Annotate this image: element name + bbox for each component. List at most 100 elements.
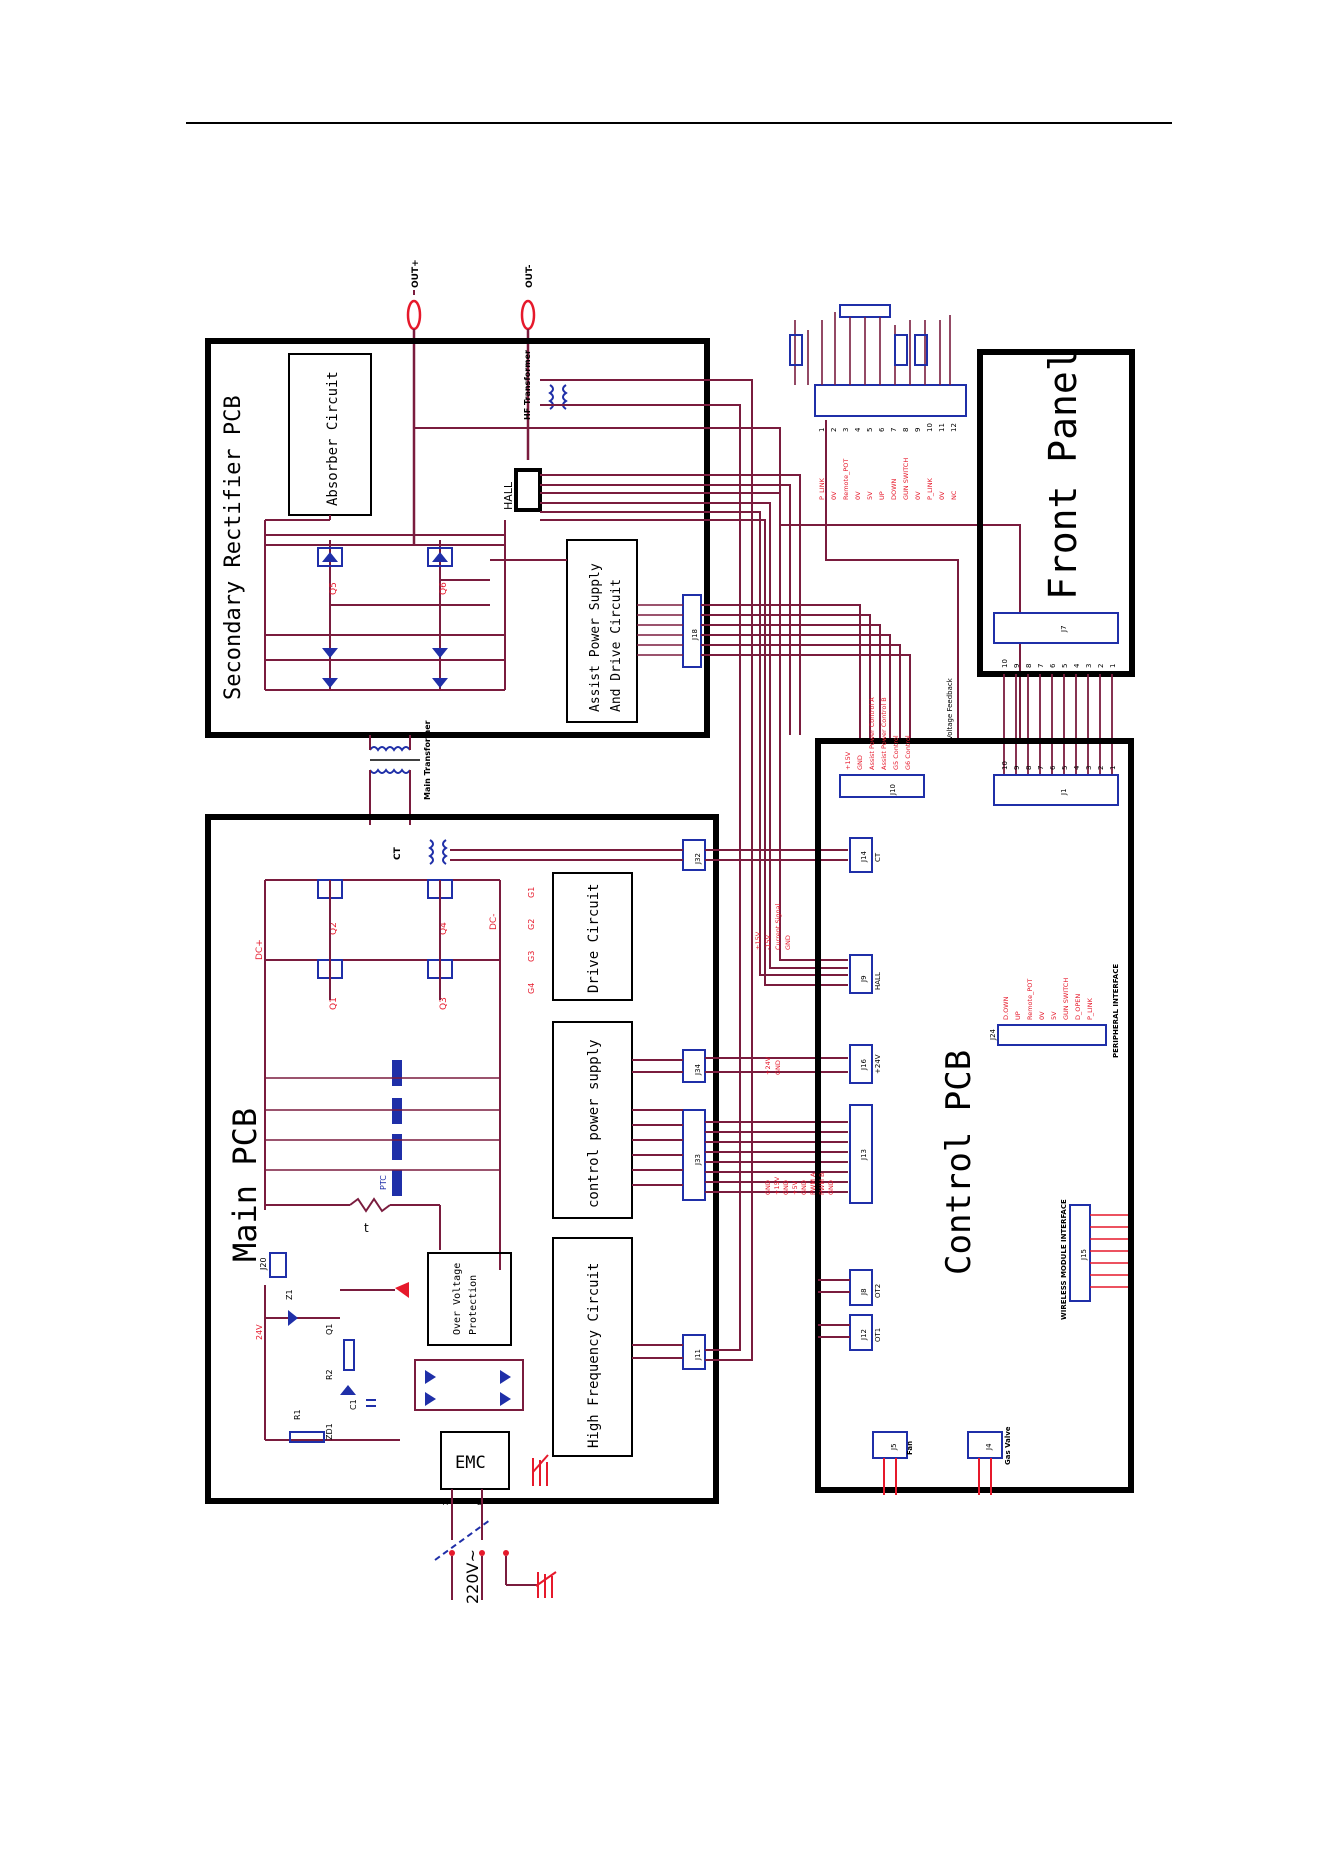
thermistor-label: t bbox=[364, 1221, 369, 1235]
q6-label: Q6 bbox=[439, 582, 449, 595]
absorber-circuit-label: Absorber Circuit bbox=[325, 371, 341, 506]
j14-label: J14 bbox=[860, 850, 868, 863]
ptc-label: PTC bbox=[379, 1175, 388, 1190]
hall-signal-label: +15V bbox=[754, 931, 762, 950]
g3-label: G3 bbox=[527, 951, 536, 962]
j13-connector[interactable] bbox=[849, 1104, 873, 1204]
j1-pin-number: 5 bbox=[1061, 766, 1069, 770]
c1-label: C1 bbox=[349, 1399, 358, 1410]
j16-connector[interactable] bbox=[849, 1044, 873, 1084]
j10-signal-label: +15V bbox=[844, 751, 852, 770]
q1-label: Q1 bbox=[329, 997, 339, 1010]
remote-signal-label: 0V bbox=[938, 491, 946, 500]
control-pcb-title: Control PCB bbox=[939, 1050, 979, 1275]
ovp-label-1: Over Voltage bbox=[452, 1263, 463, 1335]
j18-label: J18 bbox=[691, 629, 699, 641]
remote-signal-label: UP bbox=[878, 491, 886, 500]
remote-signal-label: NC bbox=[950, 490, 958, 500]
j7-pin-number: 1 bbox=[1109, 664, 1117, 668]
j7-pin-number: 3 bbox=[1085, 664, 1093, 668]
j13-signal-label: GND bbox=[800, 1180, 808, 1195]
j1-connector[interactable] bbox=[993, 774, 1119, 806]
secondary-diodes bbox=[322, 648, 448, 688]
ct-transformer: CT bbox=[393, 839, 448, 865]
j7-connector[interactable] bbox=[993, 612, 1119, 644]
remote-signal-label: Remote_POT bbox=[842, 459, 850, 500]
j18-connector[interactable] bbox=[682, 594, 702, 668]
j1-pin-number: 3 bbox=[1085, 766, 1093, 770]
j7-pin-number: 7 bbox=[1037, 664, 1045, 668]
hall-signal-label: GND bbox=[784, 935, 792, 950]
j24-connector[interactable] bbox=[997, 1024, 1107, 1046]
j11-connector[interactable] bbox=[682, 1334, 706, 1370]
j13-signal-label: +15V bbox=[773, 1176, 781, 1195]
j7-pin-number: 4 bbox=[1073, 663, 1081, 668]
secondary-rectifier-pcb: Secondary Rectifier PCB Absorber Circuit… bbox=[205, 338, 710, 738]
remote-signal-label: P_LINK bbox=[818, 477, 826, 500]
j12-connector[interactable] bbox=[849, 1314, 873, 1351]
assist-power-block bbox=[566, 539, 638, 723]
j24-signal-label: UP bbox=[1014, 1011, 1022, 1020]
j15-connector[interactable] bbox=[1069, 1204, 1091, 1302]
j13-signal-label: GND bbox=[782, 1180, 790, 1195]
remote-switches bbox=[789, 334, 928, 366]
remote-pin-number: 3 bbox=[842, 428, 850, 432]
emc-block bbox=[440, 1431, 510, 1490]
z1-label: Z1 bbox=[285, 1289, 294, 1300]
remote-signal-label: 0V bbox=[830, 491, 838, 500]
fan-label: Fan bbox=[906, 1441, 914, 1455]
remote-pin-number: 1 bbox=[818, 428, 826, 432]
hall-signal-label: -15V bbox=[764, 934, 772, 950]
r2-label: R2 bbox=[325, 1369, 334, 1380]
j24-label: J24 bbox=[989, 1028, 997, 1041]
out-pos-terminal[interactable] bbox=[406, 299, 422, 331]
j9-connector[interactable] bbox=[849, 954, 873, 994]
line-b-label: B bbox=[477, 1499, 482, 1507]
j13-signal-label: PWM B bbox=[818, 1173, 826, 1195]
q2-label: Q2 bbox=[329, 922, 339, 935]
main-pcb-title: Main PCB bbox=[226, 1108, 264, 1262]
g1-label: G1 bbox=[527, 887, 536, 898]
j7-pin-number: 10 bbox=[1001, 659, 1009, 668]
hf-transformer: HF Transformer bbox=[523, 350, 568, 420]
remote-pin-number: 7 bbox=[890, 428, 898, 432]
relay-circuit: J20 24V Z1 Q1 R2 R1 ZD1 C1 bbox=[255, 1252, 409, 1443]
thermistor bbox=[349, 1197, 391, 1213]
bulk-capacitors bbox=[392, 1060, 402, 1196]
remote-connector[interactable] bbox=[814, 384, 967, 417]
ct-label: CT bbox=[393, 846, 403, 860]
j4-connector[interactable] bbox=[967, 1431, 1003, 1459]
wireless-interface-label: WIRELESS MODULE INTERFACE bbox=[1060, 1199, 1068, 1320]
hall-signal-label: Current Signal bbox=[774, 903, 782, 950]
j7-pin-number: 6 bbox=[1049, 663, 1057, 668]
g2-label: G2 bbox=[527, 919, 536, 930]
dc-neg-label: DC- bbox=[489, 914, 499, 930]
out-neg-terminal[interactable] bbox=[520, 299, 536, 331]
ovp-label-2: Protection bbox=[468, 1275, 479, 1335]
j10-label: J10 bbox=[889, 784, 897, 796]
remote-pin-number: 9 bbox=[914, 428, 922, 432]
peripheral-interface-label: PERIPHERAL INTERFACE bbox=[1112, 964, 1120, 1058]
secondary-pcb-title: Secondary Rectifier PCB bbox=[221, 395, 246, 700]
remote-pot[interactable] bbox=[839, 304, 891, 318]
j5-connector[interactable] bbox=[872, 1431, 908, 1459]
remote-pin-number: 6 bbox=[878, 427, 886, 432]
mains-switch[interactable] bbox=[434, 1519, 491, 1561]
j20-label: J20 bbox=[259, 1257, 268, 1271]
j34-connector[interactable] bbox=[682, 1049, 706, 1083]
j10-connector[interactable] bbox=[839, 774, 925, 798]
j8-connector[interactable] bbox=[849, 1269, 873, 1306]
remote-pin-number: 4 bbox=[854, 427, 862, 432]
j14-connector[interactable] bbox=[849, 837, 873, 873]
j32-connector[interactable] bbox=[682, 839, 706, 871]
voltage-feedback-label: Voltage Feedback bbox=[946, 677, 954, 740]
j1-pin-number: 10 bbox=[1001, 761, 1009, 770]
remote-signal-label: 0V bbox=[854, 491, 862, 500]
